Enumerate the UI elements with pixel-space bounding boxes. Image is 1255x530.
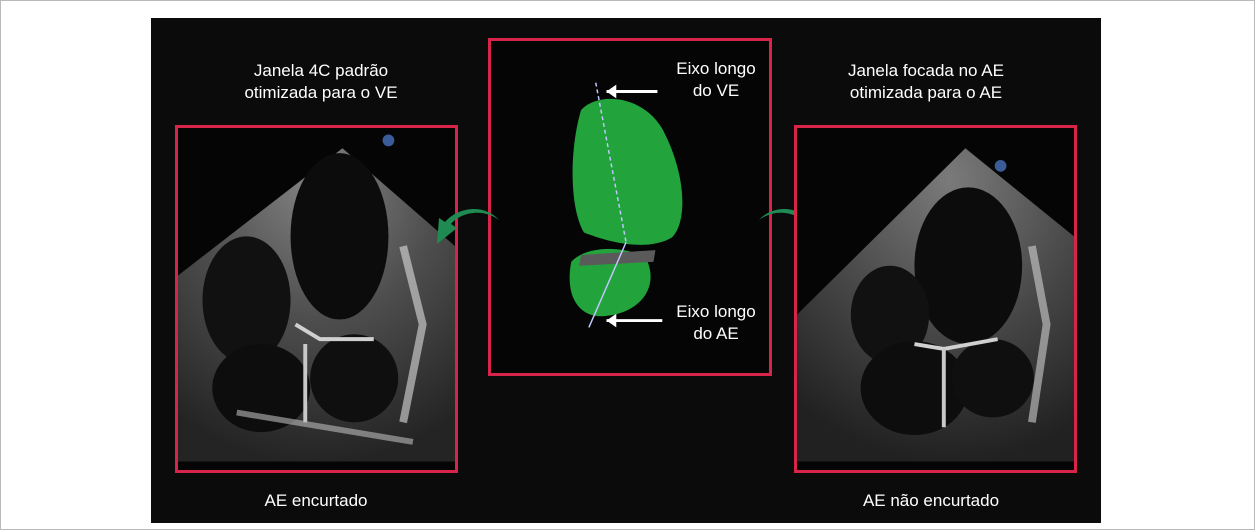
la-axis-label-line1: Eixo longo: [661, 301, 771, 323]
curved-arrow-left-icon: [433, 204, 503, 249]
la-axis-label-line2: do AE: [661, 323, 771, 345]
left-echo-image: [178, 128, 455, 470]
right-title-line1: Janela focada no AE: [806, 60, 1046, 82]
left-title-line1: Janela 4C padrão: [201, 60, 441, 82]
left-echo-box: [175, 125, 458, 473]
left-title: Janela 4C padrão otimizada para o VE: [201, 60, 441, 104]
center-model-box: Eixo longo do VE Eixo longo do AE: [488, 38, 772, 376]
arrow-left-icon: [607, 85, 617, 99]
left-caption: AE encurtado: [201, 490, 431, 512]
lv-axis-label-line2: do VE: [661, 80, 771, 102]
right-echo-image: [797, 128, 1074, 470]
lv-chamber-shape: [573, 99, 683, 245]
lv-axis-label-line1: Eixo longo: [661, 58, 771, 80]
right-echo-box: [794, 125, 1077, 473]
figure-panel: Janela 4C padrão otimizada para o VE: [151, 18, 1101, 523]
la-axis-label: Eixo longo do AE: [661, 301, 771, 345]
right-title-line2: otimizada para o AE: [806, 82, 1046, 104]
lv-axis-label: Eixo longo do VE: [661, 58, 771, 102]
right-caption: AE não encurtado: [811, 490, 1051, 512]
arrow-left-icon: [607, 314, 617, 328]
left-title-line2: otimizada para o VE: [201, 82, 441, 104]
right-title: Janela focada no AE otimizada para o AE: [806, 60, 1046, 104]
